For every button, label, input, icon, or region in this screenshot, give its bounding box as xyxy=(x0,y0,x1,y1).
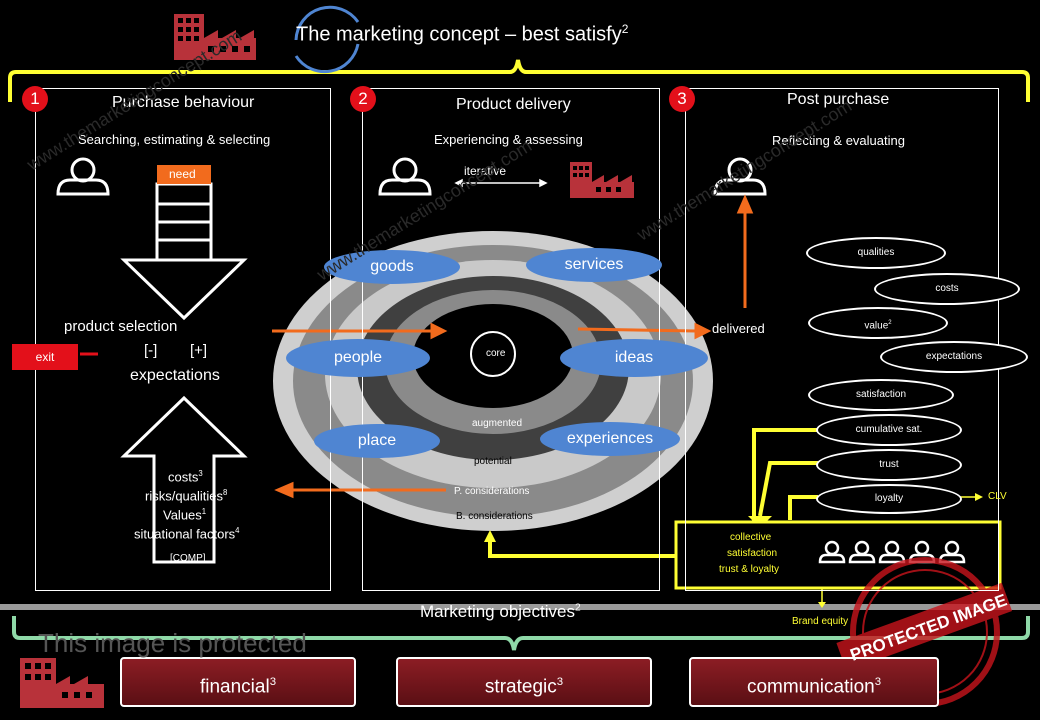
costs-text: costs xyxy=(168,469,199,485)
situational-sup: 4 xyxy=(235,526,240,535)
value-sup: 2 xyxy=(888,320,892,326)
ring-expected-label: expected xyxy=(474,387,515,398)
minus-label: [-] xyxy=(144,342,158,359)
value-text: value xyxy=(864,320,889,332)
objectives-text: Marketing objectives xyxy=(420,602,575,621)
cycle-arc-top xyxy=(294,5,360,41)
costs-sup: 3 xyxy=(198,469,203,478)
clv-arrowhead xyxy=(975,493,983,501)
step-badge-1: 1 xyxy=(22,86,48,112)
title-sup: 2 xyxy=(621,22,629,36)
values-sup: 1 xyxy=(201,507,207,516)
panel2-subheading: Experiencing & assessing xyxy=(434,132,583,147)
expectations-label: expectations xyxy=(130,367,220,384)
panel1-subheading: Searching, estimating & selecting xyxy=(78,132,271,147)
protected-overlay-text: This image is protected xyxy=(38,628,307,658)
values-label: Values1 xyxy=(163,507,206,522)
objectives-label: Marketing objectives2 xyxy=(420,602,581,622)
ring-augmented-label: augmented xyxy=(472,418,523,429)
situational-text: situational factors xyxy=(134,526,236,542)
plus-label: [+] xyxy=(190,342,208,359)
oval-qualities: qualities xyxy=(806,237,946,269)
communication-sup: 3 xyxy=(874,676,882,688)
collective-line2: satisfaction xyxy=(727,548,778,559)
orange-arrow-delivered xyxy=(577,322,712,340)
orange-arrow-to-costs xyxy=(274,481,446,499)
financial-sup: 3 xyxy=(269,676,277,688)
values-text: Values xyxy=(163,507,202,523)
person-icon-panel3 xyxy=(713,157,767,196)
ellipse-place: place xyxy=(314,424,440,458)
cycle-arc-bottom xyxy=(294,43,360,74)
yellow-arrowhead-up xyxy=(484,530,496,542)
ellipse-experiences: experiences xyxy=(540,422,680,456)
strategic-text: strategic xyxy=(484,676,557,698)
iterative-label: iterative xyxy=(464,164,507,178)
strategic-sup: 3 xyxy=(556,676,564,688)
comp-label: [COMP] xyxy=(170,553,206,564)
risks-sup: 8 xyxy=(223,488,228,497)
collective-line3: trust & loyalty xyxy=(719,564,780,575)
oval-loyalty: loyalty xyxy=(816,484,962,514)
iterative-arrow xyxy=(454,178,548,188)
exit-button[interactable]: exit xyxy=(12,344,78,370)
oval-expectations: expectations xyxy=(880,341,1028,373)
communication-text: communication xyxy=(746,676,875,698)
ring-b-considerations-label: B. considerations xyxy=(456,511,533,522)
person-icon-panel1 xyxy=(56,157,110,196)
ellipse-people: people xyxy=(286,339,430,377)
separator-band xyxy=(0,604,1040,610)
orange-arrow-into-core xyxy=(272,322,448,340)
need-label: need xyxy=(169,167,196,181)
brand-equity-label: Brand equity xyxy=(792,616,849,627)
factory-icon-panel2 xyxy=(570,162,634,198)
factory-icon-bottom xyxy=(20,658,104,708)
collective-line1: collective xyxy=(730,532,772,543)
page-title: The marketing concept – best satisfy2 xyxy=(296,22,628,47)
objectives-sup: 2 xyxy=(574,602,581,614)
bottom-bracket xyxy=(12,616,1030,651)
costs-label: costs3 xyxy=(168,469,203,484)
panel-post-purchase xyxy=(685,88,999,591)
risks-text: risks/qualities xyxy=(145,488,224,504)
ring-core-label: core xyxy=(486,348,506,359)
product-selection-label: product selection xyxy=(64,318,178,335)
step-badge-3: 3 xyxy=(669,86,695,112)
ellipse-services: services xyxy=(526,248,662,282)
risks-label: risks/qualities8 xyxy=(145,488,227,503)
financial-button[interactable]: financial3 xyxy=(120,657,356,707)
ellipse-ideas: ideas xyxy=(560,339,708,377)
person-icon-panel2 xyxy=(378,157,432,196)
orange-arrow-up-panel3 xyxy=(736,194,754,308)
panel1-heading: Purchase behaviour xyxy=(112,94,255,111)
communication-button[interactable]: communication3 xyxy=(689,657,939,707)
clv-label: CLV xyxy=(988,491,1007,502)
panel3-heading: Post purchase xyxy=(787,91,890,108)
ring-potential-label: potential xyxy=(474,456,512,467)
title-text: The marketing concept – best satisfy xyxy=(296,23,622,46)
oval-cumulative: cumulative sat. xyxy=(816,414,962,446)
oval-value: value2 xyxy=(808,307,948,339)
panel2-heading: Product delivery xyxy=(456,96,571,113)
down-arrow xyxy=(120,258,248,321)
situational-label: situational factors4 xyxy=(134,526,240,541)
strategic-button[interactable]: strategic3 xyxy=(396,657,652,707)
top-bracket xyxy=(8,59,1030,102)
oval-satisfaction: satisfaction xyxy=(808,379,954,411)
panel3-subheading: Reflecting & evaluating xyxy=(772,133,905,148)
step-badge-2: 2 xyxy=(350,86,376,112)
ring-p-considerations-label: P. considerations xyxy=(454,486,530,497)
ellipse-goods: goods xyxy=(324,250,460,284)
factory-icon xyxy=(174,14,256,60)
financial-text: financial xyxy=(199,676,270,698)
delivered-label: delivered xyxy=(712,321,765,336)
oval-trust: trust xyxy=(816,449,962,481)
oval-costs: costs xyxy=(874,273,1020,305)
yellow-connectors xyxy=(488,428,975,558)
brand-equity-arrowhead xyxy=(818,602,826,608)
up-arrow xyxy=(120,395,248,564)
need-bar xyxy=(157,165,211,184)
